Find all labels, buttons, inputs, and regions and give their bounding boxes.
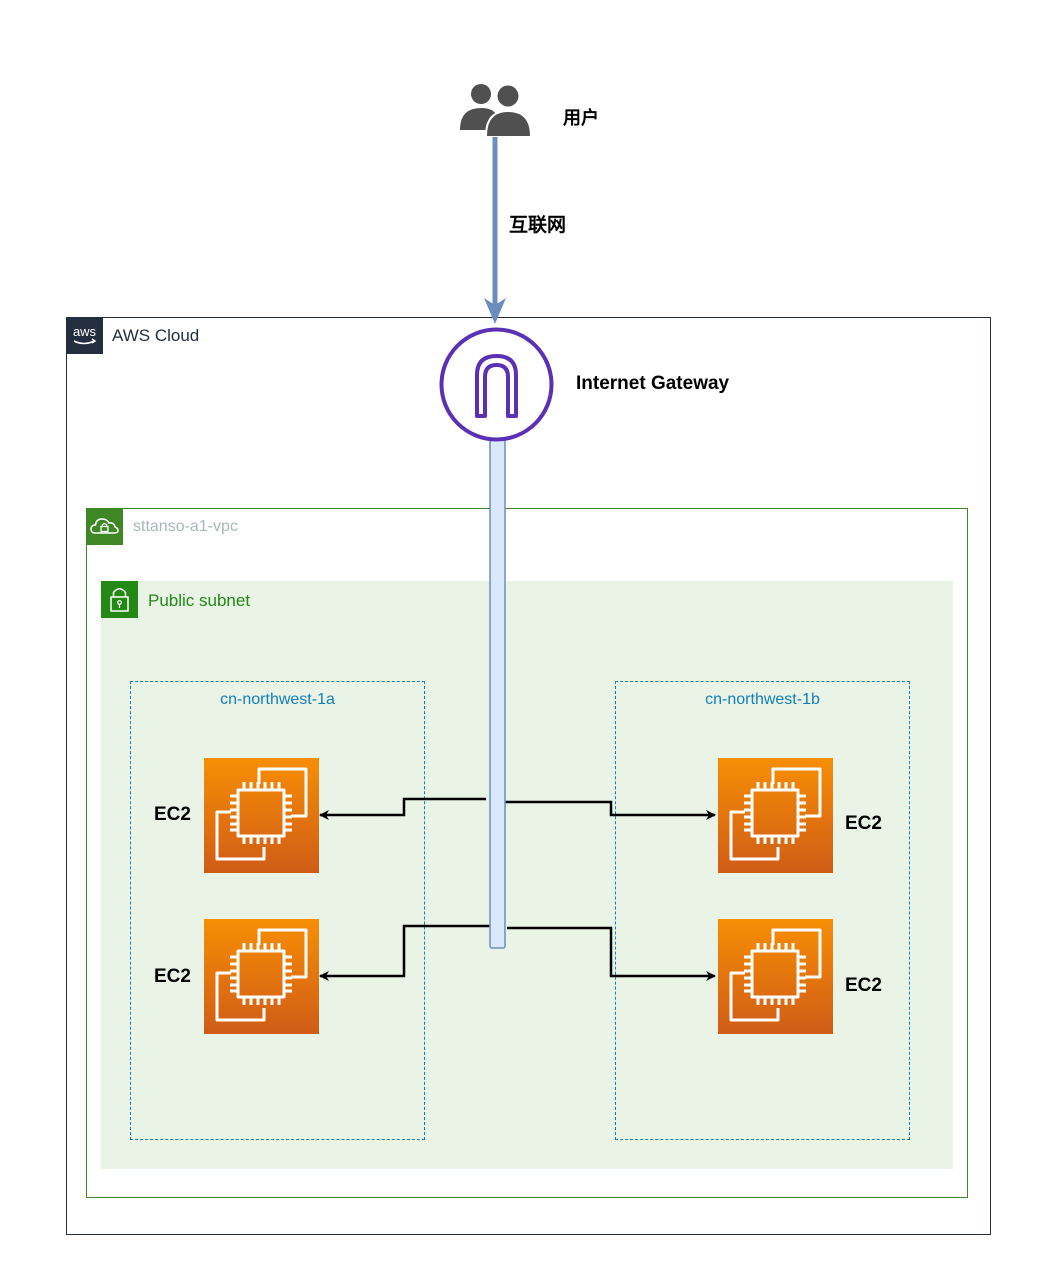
ec2-instance-icon[interactable] xyxy=(718,919,833,1034)
az-group-1a xyxy=(130,681,425,1140)
gateway-bus xyxy=(489,439,506,949)
ec2-label: EC2 xyxy=(154,966,191,987)
internet-arrow xyxy=(484,137,506,324)
az-group-1b xyxy=(615,681,910,1140)
users-icon xyxy=(458,80,534,136)
padlock-icon xyxy=(101,581,138,618)
link-igw-ec2-1b-bottom xyxy=(507,926,716,981)
aws-cloud-group xyxy=(66,317,991,1235)
aws-logo-icon: aws xyxy=(66,317,103,354)
ec2-label: EC2 xyxy=(845,975,882,996)
public-subnet-label: Public subnet xyxy=(148,591,251,610)
ec2-instance-icon[interactable] xyxy=(204,758,319,873)
link-igw-ec2-1a-bottom xyxy=(319,924,490,981)
internet-gateway-label: Internet Gateway xyxy=(576,373,730,394)
vpc-label: sttanso-a1-vpc xyxy=(133,518,238,535)
ec2-label: EC2 xyxy=(845,813,882,834)
svg-text:aws: aws xyxy=(73,324,97,339)
vpc-group xyxy=(86,508,968,1198)
user-label: 用户 xyxy=(563,108,599,128)
link-igw-ec2-1b-top xyxy=(505,800,716,820)
ec2-instance-icon[interactable] xyxy=(718,758,833,873)
internet-gateway-icon xyxy=(439,327,554,442)
cloud-lock-icon xyxy=(86,508,123,545)
public-subnet-group xyxy=(101,581,953,1169)
aws-cloud-label: AWS Cloud xyxy=(112,326,200,345)
ec2-label: EC2 xyxy=(154,804,191,825)
ec2-instance-icon[interactable] xyxy=(204,919,319,1034)
az-label-1a: cn-northwest-1a xyxy=(220,691,335,708)
internet-label: 互联网 xyxy=(509,215,567,236)
link-igw-ec2-1a-top xyxy=(319,797,486,820)
az-label-1b: cn-northwest-1b xyxy=(705,691,820,708)
